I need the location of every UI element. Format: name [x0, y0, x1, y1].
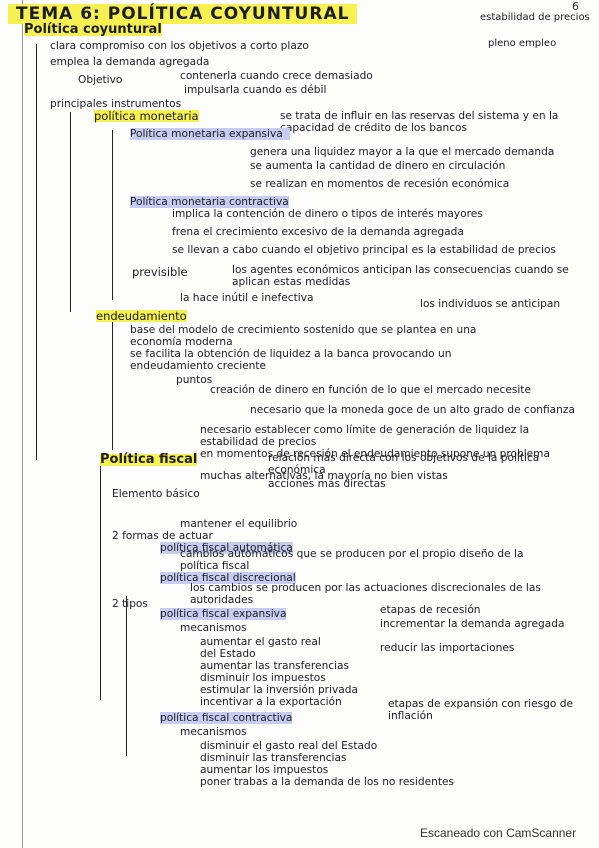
note-line: implica la contención de dinero o tipos … [172, 208, 483, 220]
note-line: en momentos de recesión el endeudamiento… [200, 448, 550, 460]
subheading-mecanismos: mecanismos [180, 622, 247, 634]
note-line: clara compromiso con los objetivos a cor… [50, 40, 309, 52]
subheading-elemento: Elemento básico [112, 488, 200, 500]
note-line: reducir las importaciones [380, 642, 515, 654]
outline-bracket [100, 460, 101, 700]
note-line: disminuir los impuestos [200, 672, 326, 684]
goal-full-employment: pleno empleo [488, 38, 557, 49]
note-line: los agentes económicos anticipan las con… [232, 264, 569, 288]
note-line: disminuir las transferencias [200, 752, 347, 764]
heading-politica-coyuntural: Política coyuntural [24, 22, 162, 37]
outline-bracket [36, 44, 37, 102]
note-line: impulsarla cuando es débil [184, 84, 327, 96]
heading-politica-monetaria: política monetaria [94, 109, 199, 123]
note-line: etapas de expansión con riesgo de inflac… [388, 698, 573, 722]
subheading-discrecional: política fiscal discrecional [160, 572, 296, 584]
subheading-previsible: previsible [132, 265, 188, 279]
note-line: etapas de recesión [380, 604, 481, 616]
note-line: necesario que la moneda goce de un alto … [250, 404, 575, 416]
note-line: se facilita la obtención de liquidez a l… [130, 348, 452, 372]
note-line: cambios automáticos que se producen por … [180, 548, 524, 572]
note-line: muchas alternativas, la mayoría no bien … [200, 470, 448, 482]
note-line: los cambios se producen por las actuacio… [190, 582, 541, 606]
subheading-puntos: puntos [176, 374, 213, 386]
note-line: aumentar los impuestos [200, 764, 329, 776]
scanner-watermark: Escaneado con CamScanner [420, 826, 577, 840]
note-line: se trata de influir en las reservas del … [280, 110, 559, 134]
heading-politica-fiscal: Política fiscal [100, 452, 198, 467]
note-line: la hace inútil e inefectiva [180, 292, 314, 304]
note-line: frena el crecimiento excesivo de la dema… [172, 226, 464, 238]
outline-bracket [126, 596, 127, 756]
subheading-automatica: política fiscal automática [160, 542, 293, 554]
goal-price-stability: estabilidad de precios [480, 12, 590, 23]
subheading-expansiva: Política monetaria expansiva [130, 128, 290, 140]
note-line: disminuir el gasto real del Estado [200, 740, 378, 752]
subheading-contractiva-fiscal: política fiscal contractiva [160, 712, 293, 724]
note-line: relación más directa con los objetivos d… [268, 452, 540, 476]
outline-bracket [36, 102, 37, 460]
note-line: poner trabas a la demanda de los no resi… [200, 776, 455, 788]
page-title: TEMA 6: POLÍTICA COYUNTURAL [8, 4, 358, 24]
note-line: necesario establecer como límite de gene… [200, 424, 530, 448]
outline-bracket [70, 112, 71, 312]
note-line: contenerla cuando crece demasiado [180, 70, 373, 82]
note-line: mantener el equilibrio [180, 518, 298, 530]
note-line: incrementar la demanda agregada [380, 618, 565, 630]
note-line: emplea la demanda agregada [50, 56, 210, 68]
note-line: creación de dinero en función de lo que … [210, 384, 531, 396]
subheading-expansiva-fiscal: política fiscal expansiva [160, 608, 287, 620]
note-line: aumentar las transferencias [200, 660, 350, 672]
subheading-mecanismos: mecanismos [180, 726, 247, 738]
note-line: se llevan a cabo cuando el objetivo prin… [172, 244, 556, 256]
note-line: acciones más directas [268, 478, 386, 490]
note-line: incentivar a la exportación [200, 696, 342, 708]
note-line: principales instrumentos [50, 98, 182, 110]
margin-line [22, 0, 23, 848]
note-line: base del modelo de crecimiento sostenido… [130, 324, 477, 348]
outline-bracket [112, 322, 113, 450]
subheading-tipos: 2 tipos [112, 598, 148, 610]
note-line: estimular la inversión privada [200, 684, 358, 696]
note-line: los individuos se anticipan [420, 298, 561, 310]
subheading-formas: 2 formas de actuar [112, 530, 213, 542]
heading-endeudamiento: endeudamiento [96, 309, 187, 323]
note-line: se realizan en momentos de recesión econ… [250, 178, 510, 190]
note-line: Objetivo [78, 74, 123, 86]
outline-bracket [112, 130, 113, 300]
subheading-contractiva: Política monetaria contractiva [130, 196, 289, 208]
note-line: genera una liquidez mayor a la que el me… [250, 146, 555, 158]
page-number: 6 [572, 0, 579, 13]
note-line: aumentar el gasto real del Estado [200, 636, 321, 660]
note-line: se aumenta la cantidad de dinero en circ… [250, 160, 506, 172]
